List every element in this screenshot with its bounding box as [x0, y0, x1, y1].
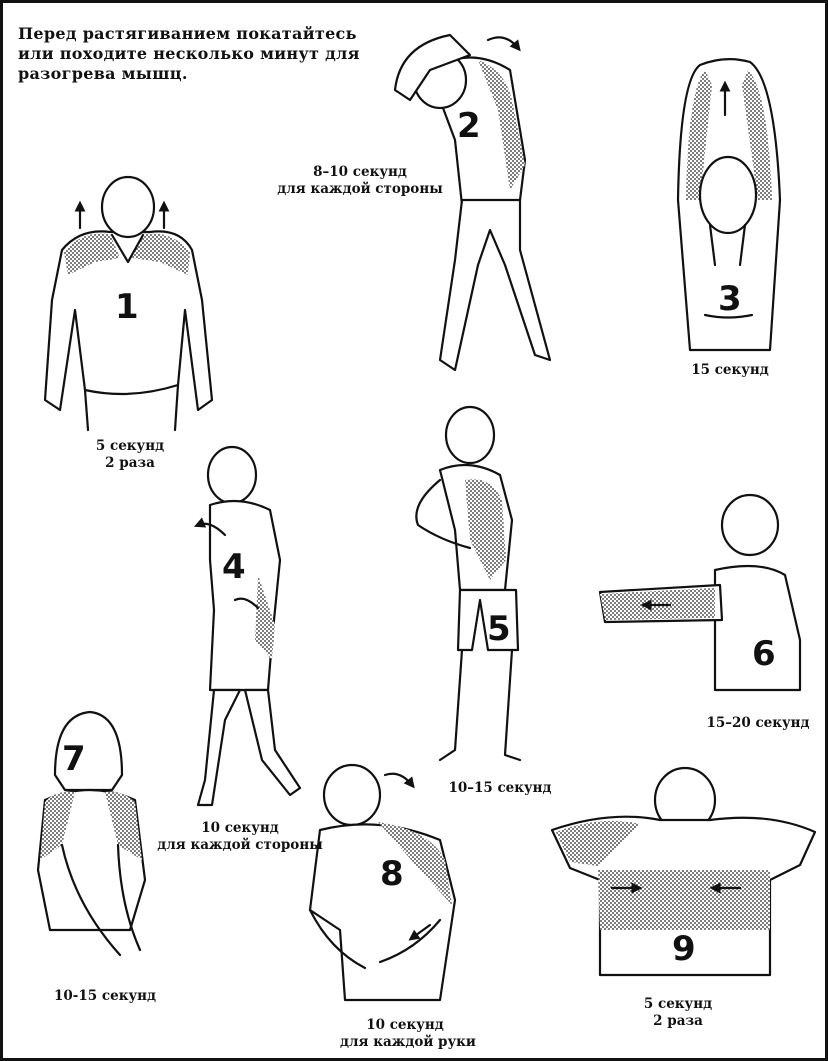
intro-line-3: разогрева мышц. — [18, 64, 188, 83]
exercise-9-caption: 5 секунд 2 раза — [628, 996, 728, 1030]
exercise-1-caption: 5 секунд 2 раза — [75, 438, 185, 472]
exercise-2-duration: 8–10 секунд — [313, 164, 407, 180]
intro-text: Перед растягиванием покатайтесь или похо… — [18, 24, 378, 84]
exercise-1-reps: 2 раза — [105, 455, 155, 471]
exercise-2-note: для каждой стороны — [277, 181, 443, 197]
exercise-3-caption: 15 секунд — [680, 362, 780, 379]
exercise-9-reps: 2 раза — [653, 1013, 703, 1029]
exercise-8-figure: 8 — [308, 763, 457, 1002]
exercise-5-figure: 5 — [415, 405, 522, 762]
exercise-2-number: 2 — [457, 106, 481, 146]
exercise-5-caption: 10–15 секунд — [440, 780, 560, 797]
exercise-1-duration: 5 секунд — [95, 438, 165, 454]
intro-line-1: Перед растягиванием покатайтесь — [18, 24, 357, 43]
exercise-7-number: 7 — [62, 739, 86, 779]
exercise-5-number: 5 — [487, 609, 511, 649]
exercise-3-number: 3 — [718, 279, 742, 319]
exercise-3-duration: 15 секунд — [691, 362, 769, 378]
exercise-7-caption: 10-15 секунд — [40, 988, 170, 1005]
exercise-6-figure: 6 — [598, 493, 802, 692]
exercise-4-note: для каждой стороны — [157, 837, 323, 853]
exercise-4-figure: 4 — [193, 445, 302, 807]
exercise-4-duration: 10 секунд — [201, 820, 279, 836]
exercise-2-caption: 8–10 секунд для каждой стороны — [270, 164, 450, 198]
exercise-6-caption: 15–20 секунд — [698, 715, 818, 732]
exercise-1-number: 1 — [115, 287, 139, 327]
exercise-3-figure: 3 — [676, 58, 782, 352]
intro-line-2: или походите несколько минут для — [18, 44, 360, 63]
exercise-2-figure: 2 — [393, 33, 552, 372]
exercise-8-number: 8 — [380, 854, 404, 894]
exercise-9-figure: 9 — [550, 766, 817, 977]
exercise-7-figure: 7 — [36, 710, 147, 957]
exercise-4-number: 4 — [222, 547, 246, 587]
exercise-5-duration: 10–15 секунд — [448, 780, 552, 796]
exercise-8-caption: 10 секунд для каждой руки — [340, 1017, 476, 1051]
exercise-8-note: для каждой руки — [340, 1034, 476, 1050]
exercise-1-figure: 1 — [43, 175, 214, 432]
exercise-6-number: 6 — [752, 634, 776, 674]
exercise-9-number: 9 — [672, 929, 696, 969]
exercise-8-duration: 10 секунд — [366, 1017, 444, 1033]
exercise-9-duration: 5 секунд — [643, 996, 713, 1012]
exercise-6-duration: 15–20 секунд — [706, 715, 810, 731]
exercise-4-caption: 10 секунд для каждой стороны — [150, 820, 330, 854]
exercise-7-duration: 10-15 секунд — [54, 988, 156, 1004]
